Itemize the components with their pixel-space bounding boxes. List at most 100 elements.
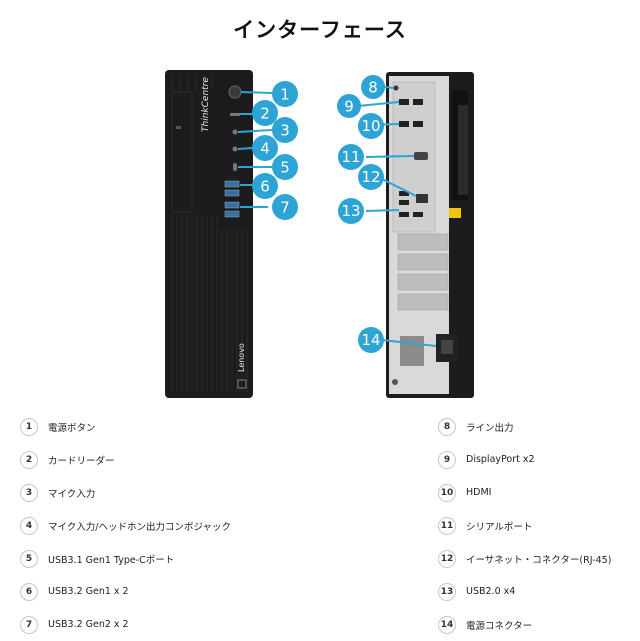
legend-item: 12 イーサネット・コネクター(RJ-45): [438, 542, 640, 575]
svg-text:12: 12: [361, 168, 380, 186]
legend-number: 1: [20, 417, 38, 436]
serial-port: [414, 152, 428, 160]
svg-text:9: 9: [344, 98, 354, 116]
legend-label: シリアルポート: [466, 521, 533, 533]
svg-text:5: 5: [280, 159, 290, 177]
usb-port: [224, 210, 240, 218]
rear-vent-slot: [458, 105, 468, 195]
rear-view: [386, 72, 474, 398]
legend-item: 3 マイク入力: [20, 476, 320, 509]
legend-label: マイク入力: [48, 488, 96, 500]
callout-13: 13: [338, 198, 364, 224]
legend-item: 7 USB3.2 Gen2 x 2: [20, 608, 320, 641]
svg-text:7: 7: [280, 199, 290, 217]
line-out-jack: [393, 85, 399, 91]
psu-vent: [400, 336, 424, 366]
power-button-icon: [228, 85, 242, 99]
legend-number: 9: [438, 450, 456, 469]
screw-icon: [392, 379, 398, 385]
callout-3: 3: [272, 117, 298, 143]
svg-text:2: 2: [260, 105, 270, 123]
legend-label: DisplayPort x2: [466, 454, 535, 465]
usb-port: [224, 201, 240, 209]
product-figure: ThinkCentre Lenovo: [165, 70, 474, 398]
legend-label: USB3.1 Gen1 Type-Cポート: [48, 554, 175, 566]
usb2-port: [399, 200, 409, 205]
legend-label: マイク入力/ヘッドホン出力コンボジャック: [48, 521, 232, 533]
legend-number: 8: [438, 417, 456, 436]
callout-6: 6: [252, 173, 278, 199]
callout-8: 8: [361, 75, 385, 99]
callout-10: 10: [358, 113, 384, 139]
usb-c-port: [233, 163, 237, 171]
page-title: インターフェース: [233, 18, 407, 42]
legend-number: 10: [438, 483, 456, 502]
mic-jack: [232, 129, 238, 135]
legend-item: 1 電源ボタン: [20, 410, 320, 443]
drive-bay: [171, 91, 193, 213]
usb2-port: [399, 212, 409, 217]
drive-eject-icon: [176, 126, 181, 129]
legend-item: 9 DisplayPort x2: [438, 443, 640, 476]
legend-number: 6: [20, 582, 38, 601]
svg-text:1: 1: [280, 86, 290, 104]
legend-number: 7: [20, 615, 38, 634]
svg-text:8: 8: [368, 79, 378, 97]
legend-label: 電源コネクター: [466, 620, 533, 632]
legend-number: 14: [438, 615, 456, 634]
warning-label-icon: [449, 208, 461, 218]
callout-9: 9: [337, 94, 361, 118]
callout-2: 2: [252, 100, 278, 126]
callout-14: 14: [358, 327, 384, 353]
legend-number: 12: [438, 549, 456, 568]
legend-number: 3: [20, 483, 38, 502]
combo-jack: [232, 146, 238, 152]
legend-item: 5 USB3.1 Gen1 Type-Cポート: [20, 542, 320, 575]
legend-label: 電源ボタン: [48, 422, 96, 434]
legend-label: カードリーダー: [48, 455, 115, 467]
usb2-port: [413, 212, 423, 217]
svg-text:10: 10: [361, 117, 380, 135]
front-grill: [171, 74, 248, 392]
callout-7: 7: [272, 194, 298, 220]
svg-text:14: 14: [361, 331, 380, 349]
callouts: 1 2 3 4 5 6 7 8 9 10 11 12 13 14: [252, 75, 385, 353]
svg-text:13: 13: [341, 202, 360, 220]
usb2-port: [399, 191, 409, 196]
callout-11: 11: [338, 144, 364, 170]
legend-item: 2 カードリーダー: [20, 443, 320, 476]
label-sticker: [237, 379, 247, 389]
legend-label: USB3.2 Gen2 x 2: [48, 619, 129, 630]
svg-text:4: 4: [260, 140, 270, 158]
displayport: [399, 99, 409, 105]
legend-number: 4: [20, 516, 38, 535]
brand-vertical: ThinkCentre: [201, 77, 211, 132]
front-view: ThinkCentre Lenovo: [165, 70, 253, 398]
usb-port: [224, 180, 240, 188]
power-connector-socket: [441, 340, 453, 354]
legend-number: 2: [20, 450, 38, 469]
legend-number: 5: [20, 549, 38, 568]
legend-label: イーサネット・コネクター(RJ-45): [466, 554, 612, 566]
usb-port: [224, 189, 240, 197]
legend-item: 11 シリアルポート: [438, 509, 640, 542]
ethernet-port: [416, 194, 428, 203]
legend-item: 10 HDMI: [438, 476, 640, 509]
svg-text:6: 6: [260, 178, 270, 196]
legend-label: HDMI: [466, 487, 492, 498]
brand-bottom: Lenovo: [237, 343, 246, 372]
callout-12: 12: [358, 164, 384, 190]
expansion-slots: [397, 233, 449, 311]
card-reader-slot: [230, 113, 240, 116]
legend-number: 13: [438, 582, 456, 601]
legend-label: USB2.0 x4: [466, 586, 516, 597]
displayport: [413, 99, 423, 105]
callout-4: 4: [252, 135, 278, 161]
legend-item: 13 USB2.0 x4: [438, 575, 640, 608]
legend-label: ライン出力: [466, 422, 514, 434]
legend-item: 4 マイク入力/ヘッドホン出力コンボジャック: [20, 509, 320, 542]
legend-number: 11: [438, 516, 456, 535]
legend-item: 14 電源コネクター: [438, 608, 640, 641]
